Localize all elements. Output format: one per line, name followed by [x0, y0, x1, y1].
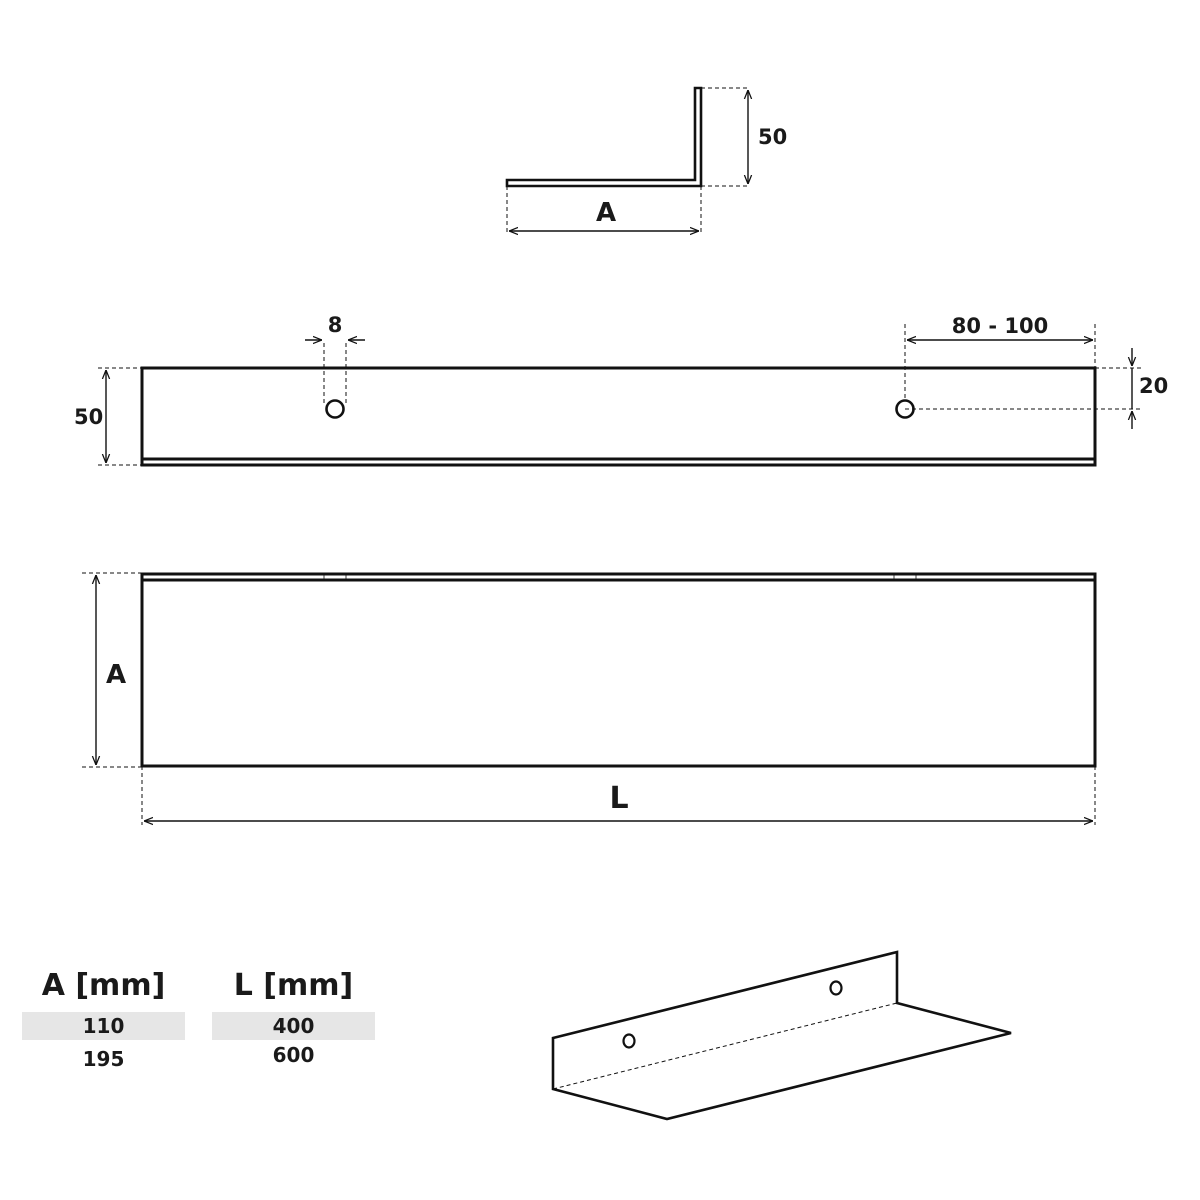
top-length-label: L	[609, 781, 628, 816]
shelf-top-outline	[140, 572, 1097, 768]
back-panel-outline	[140, 366, 1097, 467]
l-column-header: L [mm]	[233, 968, 354, 1003]
hole-diameter-label: 8	[328, 313, 343, 337]
a-column-header: A [mm]	[41, 968, 166, 1003]
l-value-row-1: 400	[212, 1012, 375, 1040]
isometric-view	[551, 950, 1012, 1121]
profile-outline	[505, 86, 703, 188]
top-view: A L	[82, 572, 1097, 825]
mounting-hole-left	[325, 399, 345, 419]
profile-width-label: A	[596, 198, 616, 228]
a-value-row-1: 110	[22, 1012, 185, 1040]
back-view: 8 80 - 100 20 50	[74, 313, 1168, 467]
shelf-iso-outline	[551, 950, 1012, 1121]
back-height-label: 50	[74, 405, 103, 429]
top-width-label: A	[106, 660, 126, 690]
profile-view: 50 A	[505, 86, 787, 233]
iso-hole-right	[829, 980, 843, 996]
shelf-iso-fold-edge	[552, 1002, 898, 1090]
iso-hole-left	[622, 1033, 636, 1049]
offset-label: 80 - 100	[952, 314, 1048, 338]
a-value-row-2: 195	[82, 1047, 125, 1071]
l-value-row-2: 600	[272, 1043, 315, 1067]
profile-height-label: 50	[758, 125, 787, 149]
edge-distance-label: 20	[1139, 374, 1168, 398]
